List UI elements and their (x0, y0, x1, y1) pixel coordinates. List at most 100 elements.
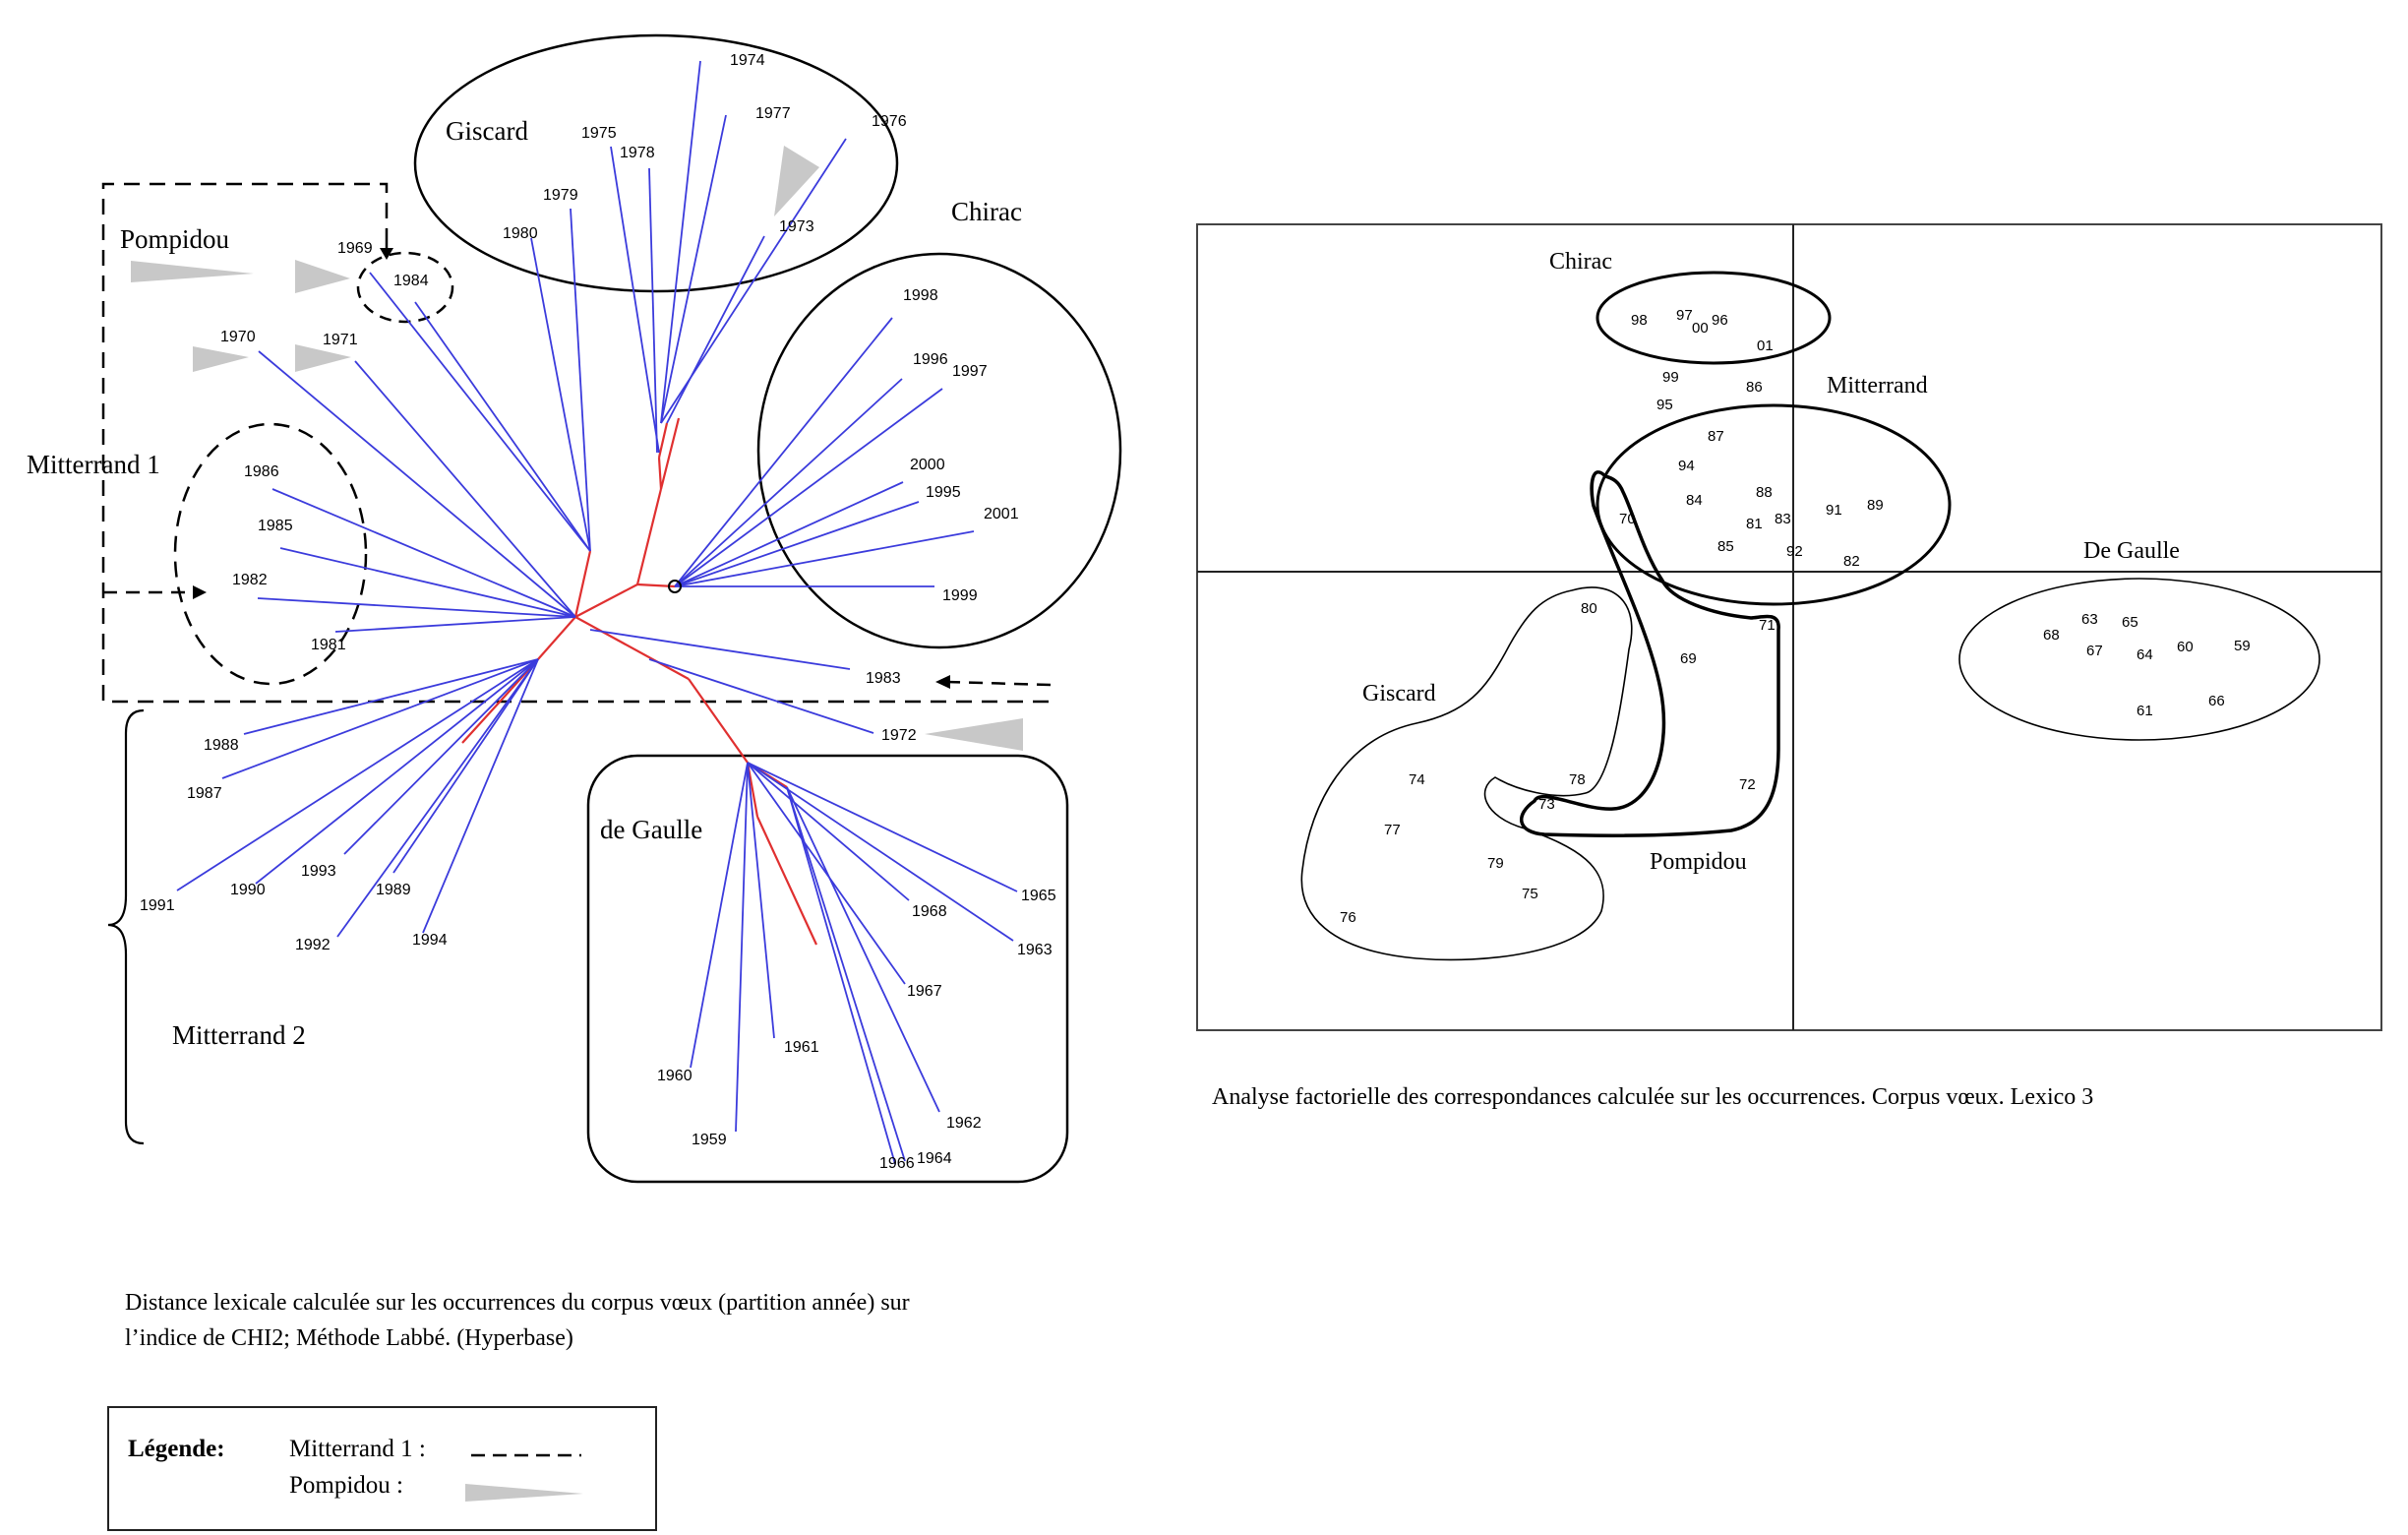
tree-label-mitterrand2: Mitterrand 2 (172, 1020, 306, 1050)
afc-point-74: 74 (1409, 771, 1425, 788)
branch-1990 (255, 658, 539, 885)
afc-point-78: 78 (1569, 771, 1586, 788)
giscard-ellipse (413, 33, 899, 293)
branch-1981 (334, 616, 576, 633)
branch-1996 (674, 378, 903, 587)
year-label-1965: 1965 (1021, 888, 1056, 904)
branch-1994 (422, 658, 539, 934)
afc-point-75: 75 (1522, 886, 1538, 902)
afc-label-degaulle: De Gaulle (2083, 538, 2180, 564)
arrowhead-to-1983 (935, 675, 950, 689)
pompidou-marker-1969 (295, 260, 350, 293)
branch-1986 (271, 488, 576, 618)
year-label-1996: 1996 (913, 351, 948, 368)
tree-label-mitterrand1: Mitterrand 1 (27, 450, 160, 479)
arrowhead-to-1984 (380, 248, 393, 260)
branch-1983 (589, 629, 851, 670)
branch-1971 (354, 360, 576, 618)
afc-caption: Analyse factorielle des correspondances … (1212, 1084, 2094, 1110)
afc-frame (1196, 223, 2382, 1031)
afc-point-59: 59 (2234, 638, 2251, 654)
tree-label-chirac: Chirac (951, 197, 1022, 226)
year-label-1969: 1969 (337, 240, 373, 257)
tree-root-node (668, 580, 682, 593)
trunk-edge (537, 616, 576, 660)
afc-label-giscard: Giscard (1362, 681, 1436, 706)
trunk-edge (574, 583, 638, 618)
afc-point-95: 95 (1656, 397, 1673, 413)
branch-1978 (648, 167, 658, 454)
year-label-1970: 1970 (220, 329, 256, 345)
afc-point-79: 79 (1487, 855, 1504, 872)
year-label-1974: 1974 (730, 52, 765, 69)
year-label-1984: 1984 (393, 273, 429, 289)
afc-point-77: 77 (1384, 822, 1401, 838)
year-label-1999: 1999 (942, 587, 978, 604)
tree-label-pompidou: Pompidou (120, 224, 230, 254)
branch-1974 (660, 60, 701, 424)
afc-point-71: 71 (1759, 617, 1776, 634)
trunk-edge (573, 550, 592, 618)
branch-1991 (176, 658, 539, 891)
year-label-1990: 1990 (230, 882, 266, 898)
branch-1968 (747, 762, 910, 901)
afc-point-84: 84 (1686, 492, 1703, 509)
afc-point-72: 72 (1739, 776, 1756, 793)
trunk-edge (461, 688, 512, 744)
branch-1980 (530, 237, 591, 552)
pompidou-marker-1973 (774, 146, 819, 216)
branch-1987 (221, 658, 539, 779)
year-label-1973: 1973 (779, 218, 814, 235)
year-label-1980: 1980 (503, 225, 538, 242)
legend-swatches (465, 1453, 583, 1502)
branch-1961 (747, 762, 775, 1039)
tree-caption-line1: Distance lexicale calculée sur les occur… (125, 1290, 910, 1316)
branch-1984 (414, 301, 591, 552)
branch-1989 (392, 658, 539, 874)
afc-chirac-ellipse (1595, 271, 1832, 365)
legend-box: Légende: Mitterrand 1 : Pompidou : (107, 1406, 657, 1531)
afc-label-pompidou: Pompidou (1650, 849, 1747, 875)
year-label-2001: 2001 (984, 506, 1019, 522)
afc-pompidou-outline (1519, 470, 1780, 837)
branch-1965 (747, 762, 1018, 892)
afc-point-91: 91 (1826, 502, 1842, 519)
tree-caption: Distance lexicale calculée sur les occur… (125, 1285, 910, 1356)
trunk-edge (574, 616, 690, 680)
branch-1973 (666, 235, 765, 424)
afc-point-70: 70 (1619, 511, 1636, 527)
legend-mitterrand1-label: Mitterrand 1 : (289, 1436, 426, 1462)
year-label-1989: 1989 (376, 882, 411, 898)
afc-point-97: 97 (1676, 307, 1693, 324)
year-label-1979: 1979 (543, 187, 578, 204)
year-label-1988: 1988 (204, 737, 239, 754)
year-label-1986: 1986 (244, 463, 279, 480)
afc-label-chirac: Chirac (1549, 249, 1612, 275)
year-label-1961: 1961 (784, 1039, 819, 1056)
degaulle-box (586, 754, 1069, 1184)
afc-label-mitterrand: Mitterrand (1827, 373, 1928, 399)
legend-pompidou-label: Pompidou : (289, 1472, 403, 1499)
afc-point-68: 68 (2043, 627, 2060, 644)
pompidou-marker-1972 (925, 718, 1023, 751)
pompidou-marker-1970 (193, 346, 249, 372)
year-label-1960: 1960 (657, 1068, 692, 1084)
trunk-edge (756, 816, 817, 946)
year-label-1991: 1991 (140, 897, 175, 914)
trunk-edge (659, 417, 681, 490)
afc-point-89: 89 (1867, 497, 1884, 514)
afc-point-92: 92 (1786, 543, 1803, 560)
afc-point-63: 63 (2081, 611, 2098, 628)
afc-point-86: 86 (1746, 379, 1763, 396)
branch-2000 (674, 481, 904, 587)
branch-1966 (786, 786, 896, 1165)
year-label-1959: 1959 (692, 1132, 727, 1148)
branch-1960 (690, 762, 749, 1069)
afc-point-00: 00 (1692, 320, 1709, 337)
year-label-1975: 1975 (581, 125, 617, 142)
year-label-1981: 1981 (311, 637, 346, 653)
tree-label-giscard: Giscard (446, 116, 528, 146)
